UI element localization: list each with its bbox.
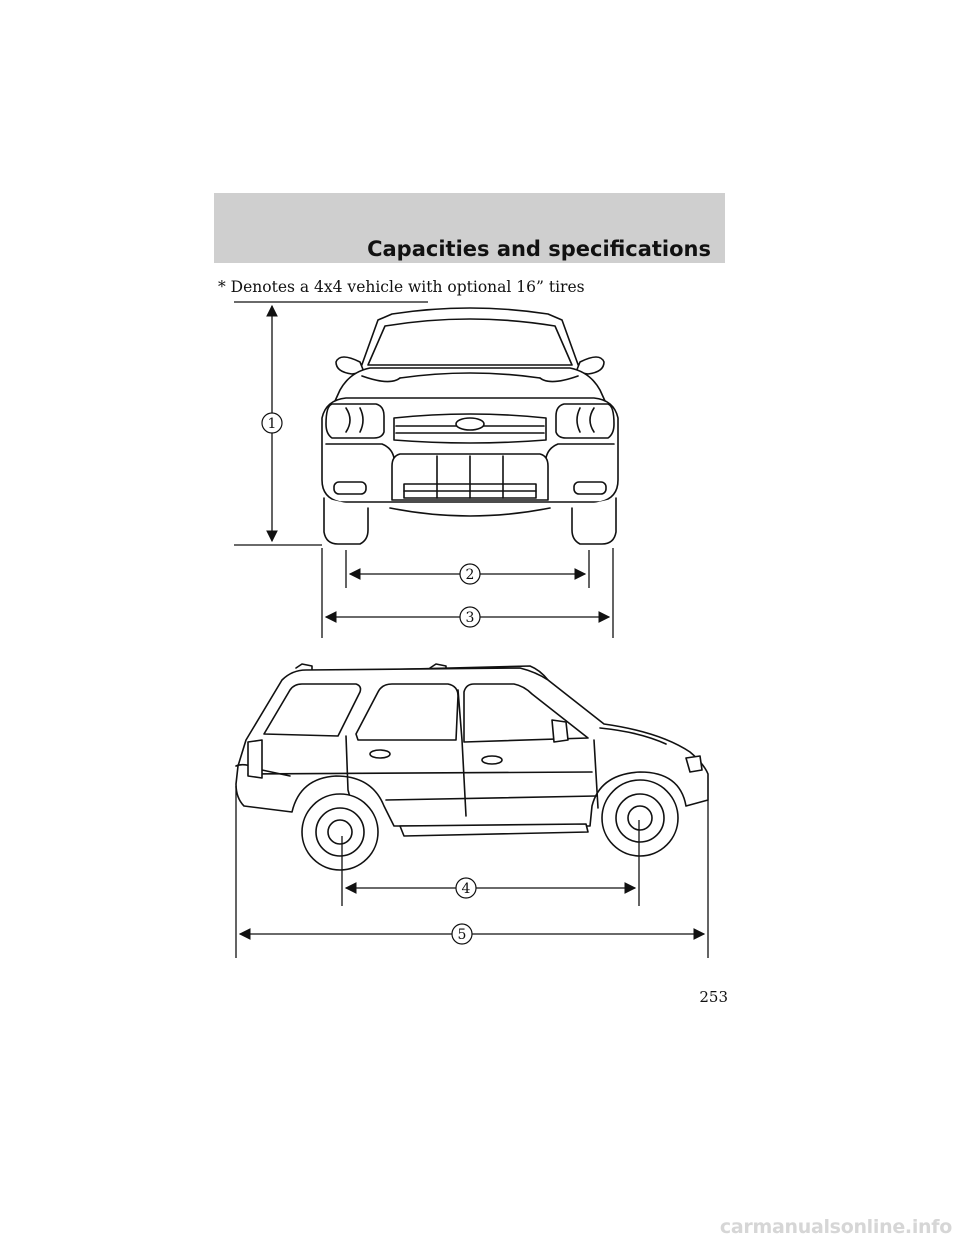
side-view-vehicle — [235, 663, 709, 871]
dimension-2-label: 2 — [466, 567, 475, 583]
dimension-2-marker — [459, 563, 481, 585]
dimension-4-label: 4 — [462, 881, 471, 897]
page-number: 253 — [699, 988, 728, 1006]
dimension-3-label: 3 — [466, 610, 475, 626]
front-view-vehicle — [321, 307, 619, 545]
dimension-4-marker — [455, 877, 477, 899]
section-header: Capacities and specifications — [214, 193, 725, 263]
section-title: Capacities and specifications — [367, 237, 711, 261]
dimension-1-marker — [261, 412, 283, 434]
footnote-text: * Denotes a 4x4 vehicle with optional 16… — [218, 278, 585, 296]
dimension-1-label: 1 — [268, 416, 277, 432]
dimension-5-label: 5 — [458, 927, 467, 943]
dimension-5-marker — [451, 923, 473, 945]
dimension-4-wheelbase — [341, 820, 640, 906]
dimension-3-marker — [459, 606, 481, 628]
watermark-text: carmanualsonline.info — [719, 1216, 952, 1238]
